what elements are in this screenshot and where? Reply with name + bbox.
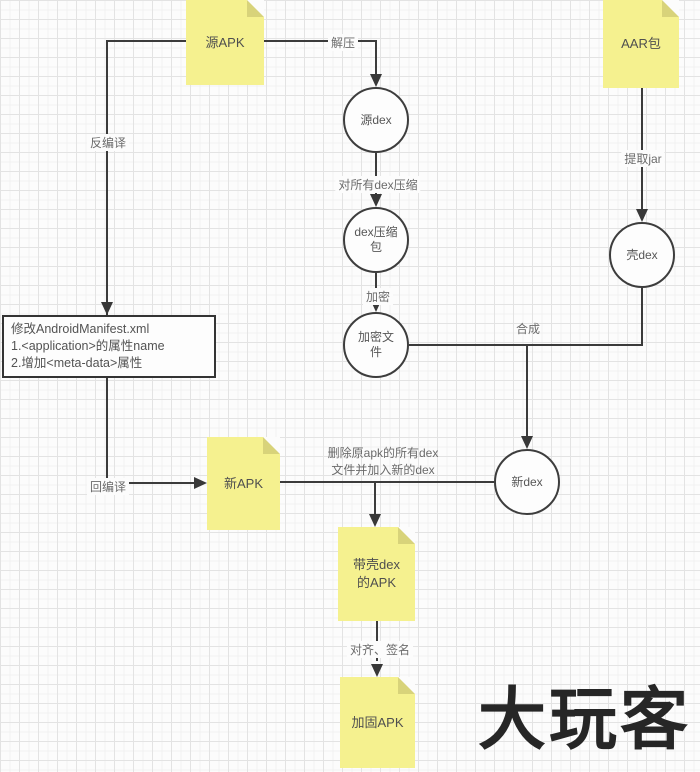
edge-unzip-arrowhead-icon — [370, 74, 382, 87]
edge-replace-dex-arrowhead-icon — [369, 514, 381, 527]
edge-label-compress-all: 对所有dex压缩 — [335, 176, 421, 193]
node-encrypted-file-label: 加密文 件 — [357, 330, 394, 359]
node-hardened-apk-label: 加固APK — [351, 714, 404, 730]
node-new-dex: 新dex — [494, 449, 560, 515]
node-encrypted-file: 加密文 件 — [343, 312, 409, 378]
edge-unzip-line-v — [375, 40, 377, 75]
node-dex-zip: dex压缩 包 — [343, 207, 409, 273]
node-source-apk-label: 源APK — [205, 34, 245, 50]
manifest-note-line3: 2.增加<meta-data>属性 — [11, 356, 143, 370]
node-shelled-apk-label: 带壳dex 的APK — [353, 557, 400, 590]
node-shelled-apk: 带壳dex 的APK — [338, 527, 415, 621]
edge-merge-line-v — [526, 344, 528, 437]
node-dex-zip-label: dex压缩 包 — [354, 225, 398, 254]
edge-label-align-sign: 对齐、签名 — [346, 641, 414, 658]
edge-encrypt-line — [375, 273, 377, 300]
edge-decompile-line — [106, 40, 108, 315]
node-source-dex-label: 源dex — [360, 112, 392, 127]
edge-shell-dex-down-line — [641, 288, 643, 346]
node-new-dex-label: 新dex — [511, 474, 543, 489]
manifest-note-line2: 1.<application>的属性name — [11, 339, 165, 353]
edge-decompile-arrowhead-icon — [101, 302, 113, 315]
edge-recompile-line-v — [106, 373, 108, 484]
edge-unzip-line-h — [264, 40, 377, 42]
node-shell-dex-label: 壳dex — [626, 247, 658, 262]
node-source-dex: 源dex — [343, 87, 409, 153]
manifest-note-line1: 修改AndroidManifest.xml — [11, 322, 150, 336]
edge-label-encrypt: 加密 — [362, 288, 394, 305]
node-source-apk: 源APK — [186, 0, 264, 85]
edge-compress-arrowhead-icon — [370, 194, 382, 207]
node-aar-package: AAR包 — [603, 0, 679, 88]
edge-align-sign-arrowhead-icon — [371, 664, 383, 677]
edge-label-replace-dex: 删除原apk的所有dex 文件并加入新的dex — [327, 446, 439, 477]
edge-recompile-arrowhead-icon — [194, 477, 207, 489]
node-manifest-note: 修改AndroidManifest.xml 1.<application>的属性… — [2, 315, 216, 378]
edge-compress-line — [375, 153, 377, 195]
edge-source-apk-to-corner — [107, 40, 186, 42]
edge-recompile-line-h — [106, 482, 194, 484]
watermark-logo: 大玩客 — [478, 682, 692, 758]
node-aar-package-label: AAR包 — [621, 36, 661, 51]
edge-extract-jar-arrowhead-icon — [636, 209, 648, 222]
edge-label-recompile: 回编译 — [86, 478, 130, 495]
edge-replace-dex-line — [374, 482, 376, 515]
node-new-apk: 新APK — [207, 437, 280, 530]
edge-newapk-to-newdex-line — [280, 481, 494, 483]
edge-merge-arrowhead-icon — [521, 436, 533, 449]
node-shell-dex: 壳dex — [609, 222, 675, 288]
edge-label-unzip: 解压 — [327, 34, 359, 51]
edge-label-decompile: 反编译 — [86, 134, 130, 151]
node-new-apk-label: 新APK — [223, 475, 263, 491]
edge-label-merge: 合成 — [515, 322, 541, 336]
edge-extract-jar-line — [641, 88, 643, 210]
node-hardened-apk: 加固APK — [340, 677, 415, 768]
edge-label-extract-jar: 提取jar — [621, 150, 665, 167]
